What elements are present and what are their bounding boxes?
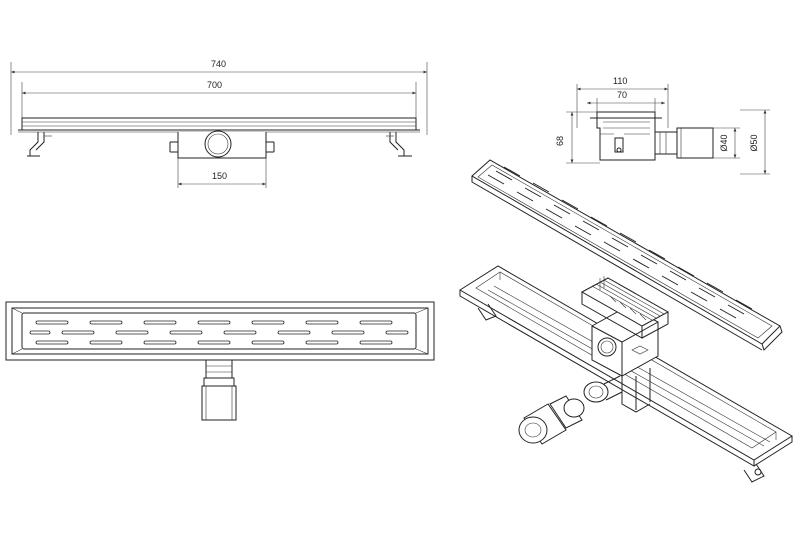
dim-outlet-width: 150 [212, 171, 227, 181]
iso-grate [471, 159, 783, 351]
isometric-exploded-view [459, 159, 793, 483]
grate-slots-row-1 [35, 320, 393, 325]
top-plan-view [5, 301, 435, 421]
dim-outer-diameter: Ø50 [749, 134, 759, 151]
dim-inner-diameter: Ø40 [719, 134, 729, 151]
iso-pipe-long [518, 395, 585, 445]
iso-trap-insert [580, 276, 670, 339]
side-section-view: 110 70 68 Ø40 Ø50 [555, 76, 770, 175]
dim-grate-length: 700 [207, 80, 222, 90]
grate-slots-row-3 [35, 340, 393, 345]
iso-pipe-short [583, 375, 623, 403]
dim-height: 68 [555, 136, 565, 146]
dim-body-width: 110 [613, 76, 627, 86]
grate-slots-row-2 [29, 330, 409, 335]
dim-total-length: 740 [211, 59, 226, 69]
front-elevation-view: 740 700 150 [10, 59, 428, 188]
dim-grate-width: 70 [617, 90, 627, 100]
